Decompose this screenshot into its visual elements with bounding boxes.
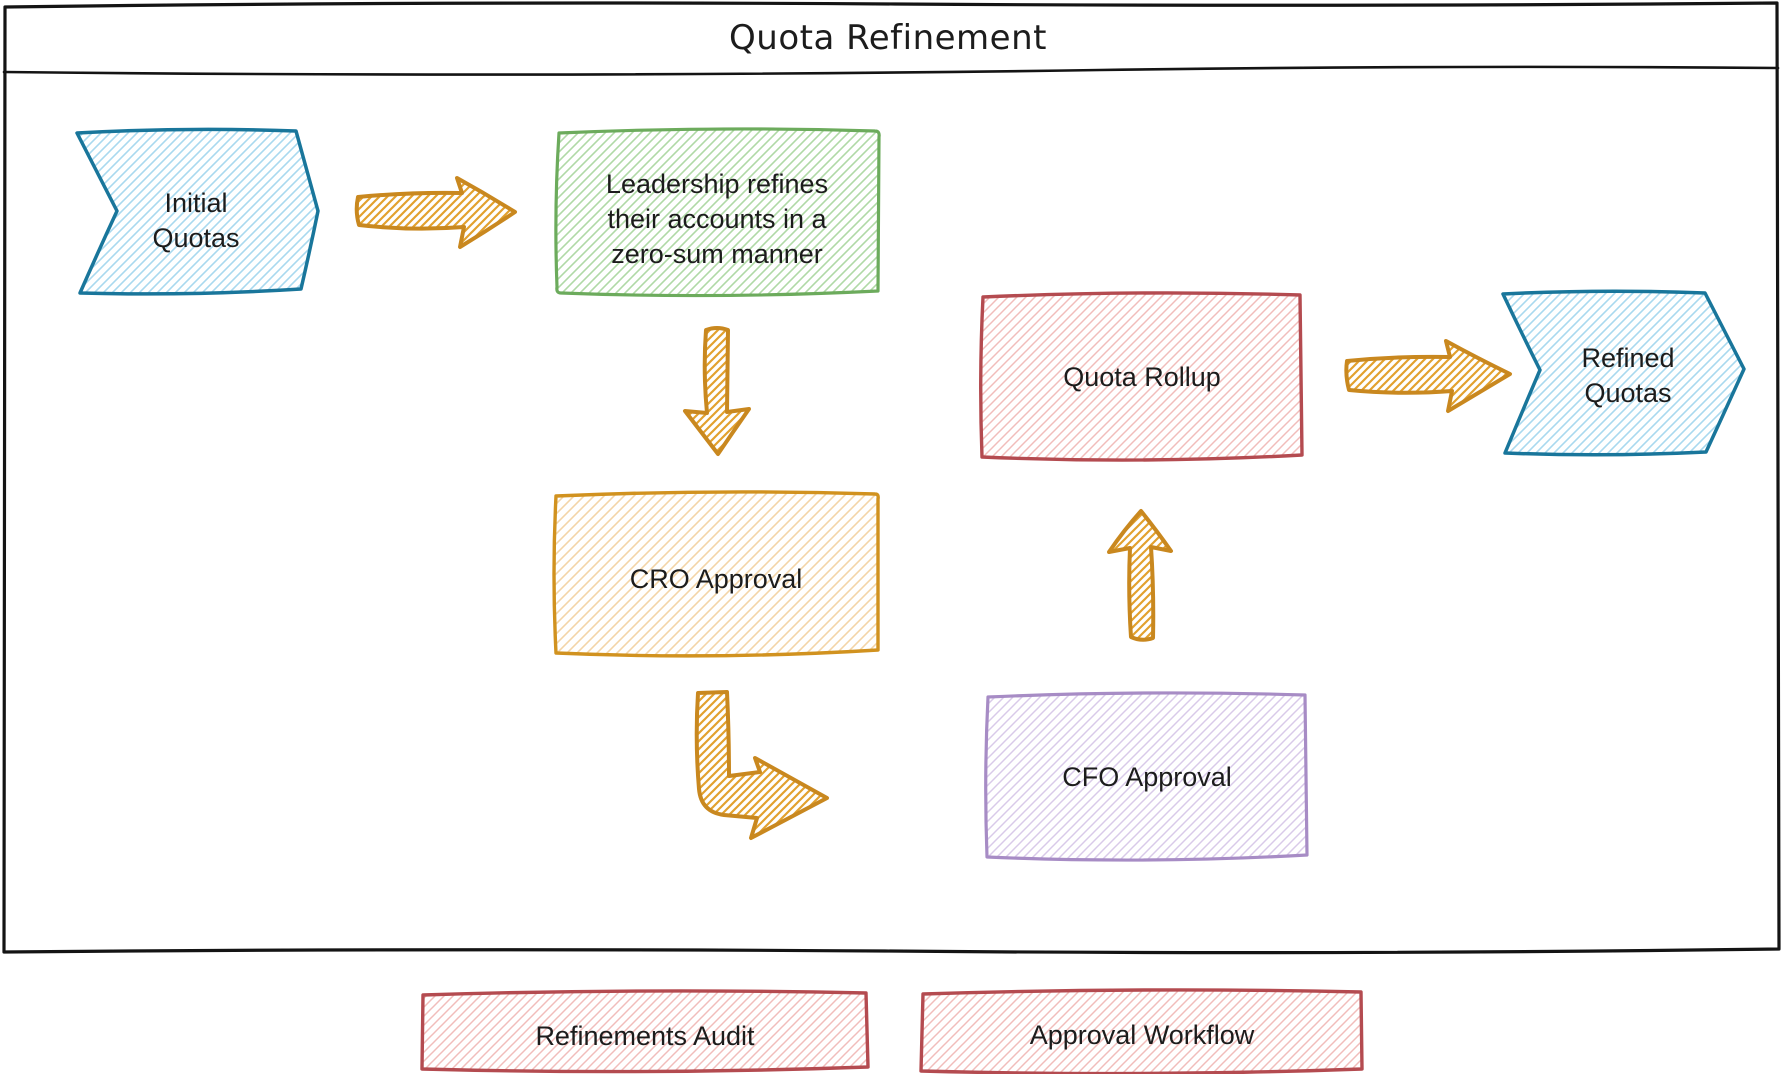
arrow-initial-to-leadership[interactable] — [354, 176, 517, 249]
leadership-refines-label-line1: Leadership refines — [606, 169, 828, 199]
node-approval-workflow[interactable]: Approval Workflow — [919, 988, 1364, 1074]
node-refined-quotas[interactable]: Refined Quotas — [1501, 289, 1746, 457]
leadership-refines-label-line2: their accounts in a — [607, 204, 827, 234]
node-cro-approval[interactable]: CRO Approval — [552, 490, 880, 658]
cro-approval-label: CRO Approval — [630, 564, 803, 594]
frame-title: Quota Refinement — [729, 18, 1047, 58]
down-arrow-icon — [683, 326, 751, 456]
refinements-audit-label: Refinements Audit — [535, 1021, 755, 1051]
frame-border — [2, 1, 1781, 955]
up-arrow-icon — [1107, 509, 1173, 642]
refined-quotas-label-line2: Quotas — [1584, 378, 1671, 408]
refinements-audit-shape — [420, 989, 870, 1074]
initial-quotas-shape — [75, 127, 320, 296]
cfo-approval-shape — [984, 691, 1309, 862]
refined-quotas-shape — [1501, 289, 1746, 457]
frame-quota-refinement[interactable]: Quota Refinement — [2, 1, 1781, 955]
initial-quotas-label-line2: Quotas — [152, 223, 239, 253]
node-initial-quotas[interactable]: Initial Quotas — [75, 127, 320, 296]
arrow-cro-to-cfo[interactable] — [694, 690, 829, 840]
refined-quotas-label-line1: Refined — [1581, 343, 1674, 373]
cro-approval-shape — [552, 490, 880, 658]
node-refinements-audit[interactable]: Refinements Audit — [420, 989, 870, 1074]
right-arrow-icon — [1344, 339, 1512, 413]
approval-workflow-shape — [919, 988, 1364, 1074]
quota-rollup-label: Quota Rollup — [1063, 362, 1221, 392]
leadership-refines-shape — [554, 127, 881, 298]
leadership-refines-label-line3: zero-sum manner — [611, 239, 823, 269]
frame-title-divider — [2, 65, 1780, 76]
node-leadership-refines[interactable]: Leadership refines their accounts in a z… — [554, 127, 881, 298]
right-arrow-icon — [354, 176, 517, 249]
quota-rollup-shape — [979, 291, 1304, 462]
elbow-arrow-icon — [694, 690, 829, 840]
cfo-approval-label: CFO Approval — [1062, 762, 1232, 792]
arrow-leadership-to-cro[interactable] — [683, 326, 751, 456]
initial-quotas-label-line1: Initial — [164, 188, 227, 218]
node-quota-rollup[interactable]: Quota Rollup — [979, 291, 1304, 462]
arrow-cfo-to-rollup[interactable] — [1107, 509, 1173, 642]
node-cfo-approval[interactable]: CFO Approval — [984, 691, 1309, 862]
arrow-rollup-to-refined[interactable] — [1344, 339, 1512, 413]
approval-workflow-label: Approval Workflow — [1030, 1020, 1255, 1050]
